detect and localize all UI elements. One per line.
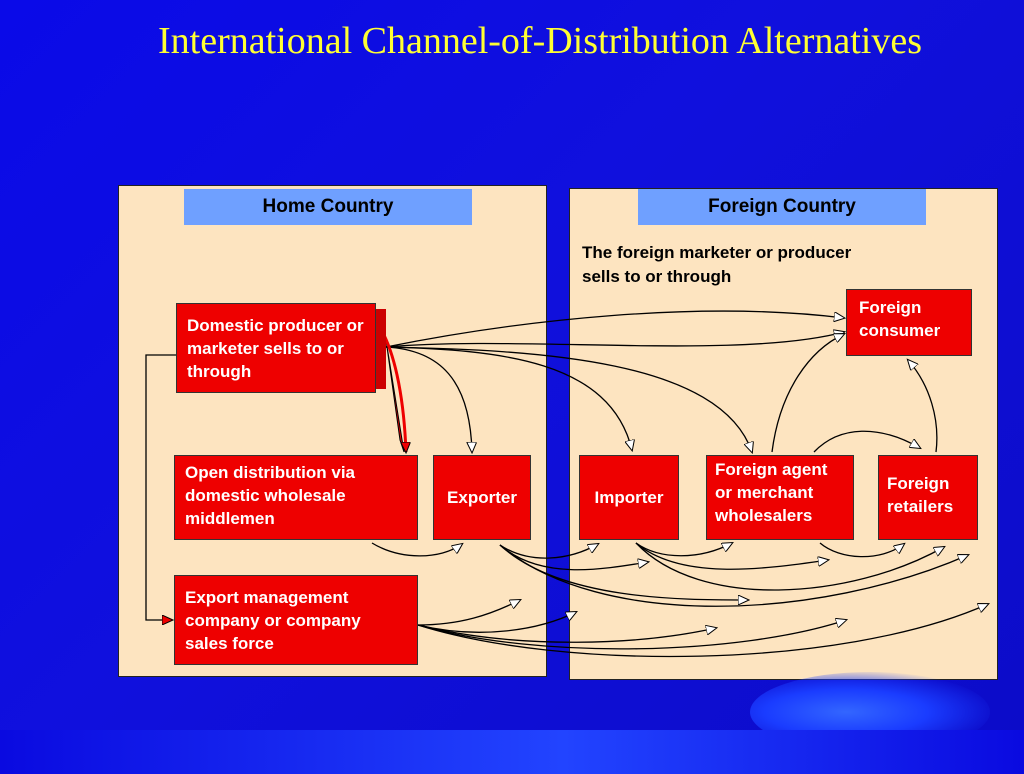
importer-box: Importer [579,455,679,540]
arrow-producer-emc [145,354,176,620]
arrow-emc-importer [417,612,576,633]
exporter-box: Exporter [433,455,531,540]
foreign-agent-box: Foreign agent or merchant wholesalers [706,455,854,540]
arrow-producer-consumer-2 [385,332,844,348]
open-distribution-box: Open distribution via domestic wholesale… [174,455,418,540]
slide-title: International Channel-of-Distribution Al… [157,20,923,62]
arrow-agent-consumer [771,334,844,453]
arrow-importer-consumer [635,542,944,591]
arrow-importer-agent [635,543,732,557]
arrow-producer-consumer [385,310,844,348]
arrow-emc-exporter [417,600,520,626]
arrow-exporter-retailers [499,544,748,600]
arrow-producer-exporter [385,346,472,452]
foreign-consumer-box: Foreign consumer [846,289,972,356]
home-country-header: Home Country [184,189,472,225]
foreign-retailers-box: Foreign retailers [878,455,978,540]
foreign-country-header: Foreign Country [638,189,926,225]
arrow-importer-retailers [635,542,828,570]
arrow-exporter-consumer [499,544,968,607]
bottom-bar [0,730,1024,774]
arrow-emc-retailers [417,620,846,650]
arrow-agent-retailers [813,430,920,453]
foreign-country-panel [569,188,998,680]
export-management-box: Export management company or company sal… [174,575,418,665]
domestic-producer-box: Domestic producer or marketer sells to o… [176,303,376,393]
arrow-retailers-consumer [908,360,938,453]
arrow-agent-retailers-2 [819,542,904,558]
foreign-note: The foreign marketer or producer sells t… [582,243,852,286]
arrow-emc-agent [417,624,716,643]
arrow-emc-consumer [417,604,988,658]
arrow-open-exporter [371,542,462,557]
arrow-exporter-importer [499,544,598,559]
arrow-exporter-agent [499,544,648,571]
arrow-producer-agent [385,346,752,452]
